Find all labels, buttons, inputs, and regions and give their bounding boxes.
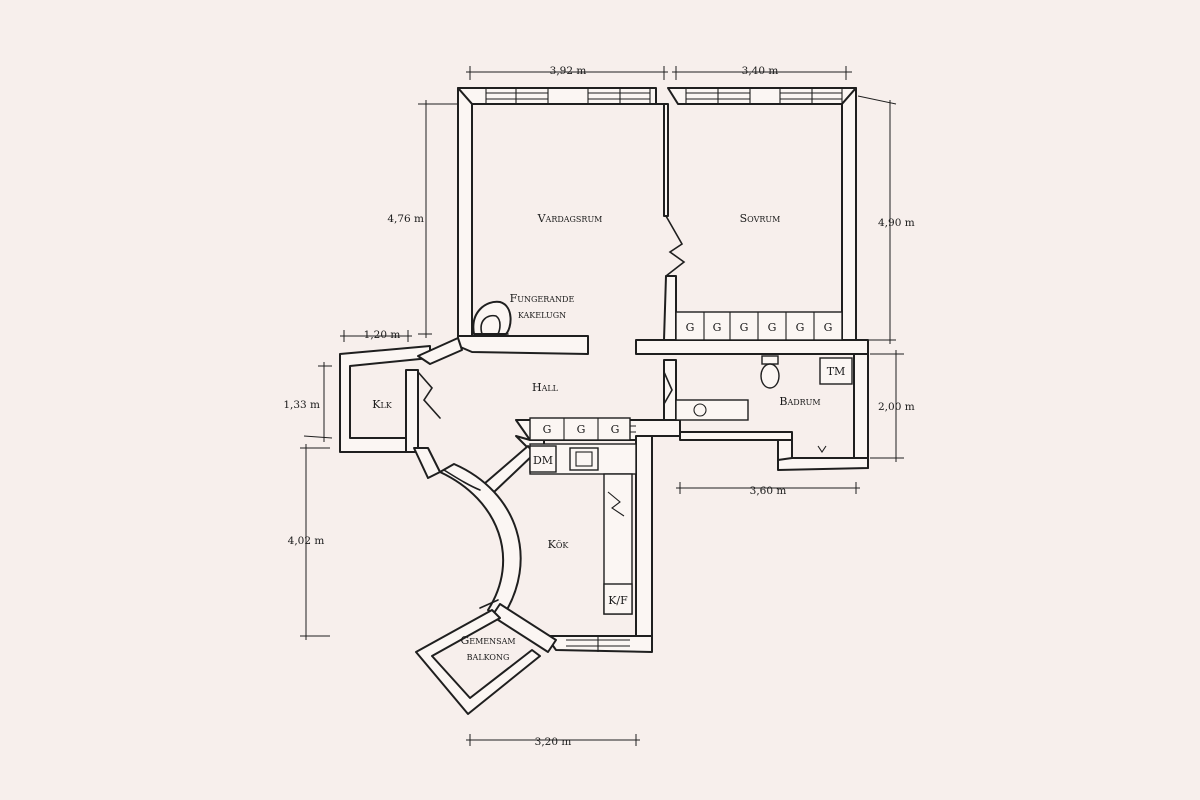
- wall-badrum-inner: [679, 431, 793, 441]
- wall-hall-left: [417, 337, 463, 365]
- wall-badrum-bottom: [777, 457, 869, 471]
- wall-badrum-hall: [663, 359, 677, 421]
- dim-left-height: 4,76 m: [387, 213, 424, 225]
- room-kok: Kök: [548, 538, 570, 551]
- room-balkong-line2: balkong: [467, 650, 510, 663]
- wall-kitchen-diag: [483, 445, 535, 493]
- wall-partition-lower: [663, 275, 677, 341]
- wardrobe-label: G: [543, 423, 552, 436]
- tm-label: TM: [827, 365, 846, 378]
- room-vardagsrum: Vardagsrum: [537, 212, 603, 225]
- dim-kok-height: 4,02 m: [288, 535, 325, 547]
- wall-balcony: [415, 609, 541, 715]
- door-swing: [665, 215, 686, 277]
- dim-klk-width: 1,20 m: [364, 329, 401, 341]
- wall-kitchen-right: [635, 435, 653, 651]
- room-balkong-line1: Gemensam: [460, 634, 515, 647]
- dim-top-left: 3,92 m: [550, 65, 587, 77]
- dimension-lines: [300, 66, 904, 746]
- wardrobe-label: G: [611, 423, 620, 436]
- kitchen-counter: [529, 443, 637, 615]
- kakelugn: [472, 300, 512, 335]
- dim-badrum-width: 3,60 m: [750, 485, 787, 497]
- kf-label: K/F: [608, 594, 628, 607]
- dim-top-right: 3,40 m: [742, 65, 779, 77]
- wall-kitchen-curve: [439, 463, 522, 619]
- wardrobe-label: G: [713, 321, 722, 334]
- wall-hall-left-lower: [413, 447, 441, 479]
- wardrobe-label: G: [824, 321, 833, 334]
- dim-right-height: 4,90 m: [878, 217, 915, 229]
- room-kakelugn-line2: kakelugn: [518, 308, 566, 321]
- wall-kitchen-bottom: [545, 635, 653, 653]
- wardrobe-label: G: [796, 321, 805, 334]
- wall-partition: [655, 103, 669, 217]
- wardrobe-label: G: [686, 321, 695, 334]
- dim-badrum-height: 2,00 m: [878, 401, 915, 413]
- room-kakelugn-line1: Fungerande: [510, 292, 575, 305]
- wall-top-right: [667, 87, 857, 105]
- wall-hall-top-left: [457, 335, 589, 355]
- room-klk: Klk: [372, 398, 393, 411]
- dim-kok-width: 3,20 m: [535, 736, 572, 748]
- door-klk: [417, 371, 441, 419]
- dim-klk-height: 1,33 m: [283, 399, 320, 411]
- bathroom-fixtures: [675, 355, 853, 453]
- door-kitchen: [443, 469, 481, 491]
- wall-left-vardagsrum: [457, 87, 473, 339]
- wall-top: [457, 87, 657, 105]
- wardrobe-label: G: [577, 423, 586, 436]
- wall-hall-top-right: [635, 339, 869, 355]
- dm-label: DM: [533, 454, 553, 467]
- room-badrum: Badrum: [779, 395, 820, 408]
- wardrobes-sovrum: [675, 311, 843, 341]
- door-badrum: [663, 371, 673, 405]
- room-hall: Hall: [532, 381, 559, 394]
- wardrobes-hall: [529, 417, 631, 441]
- wardrobe-label: G: [740, 321, 749, 334]
- wardrobe-label: G: [768, 321, 777, 334]
- wall-right-sovrum: [841, 87, 857, 341]
- wall-klk-right: [405, 369, 419, 453]
- room-sovrum: Sovrum: [740, 212, 781, 225]
- wall-badrum-right: [853, 353, 869, 469]
- door-balcony-gap: [479, 599, 499, 609]
- windows-top: [485, 88, 843, 104]
